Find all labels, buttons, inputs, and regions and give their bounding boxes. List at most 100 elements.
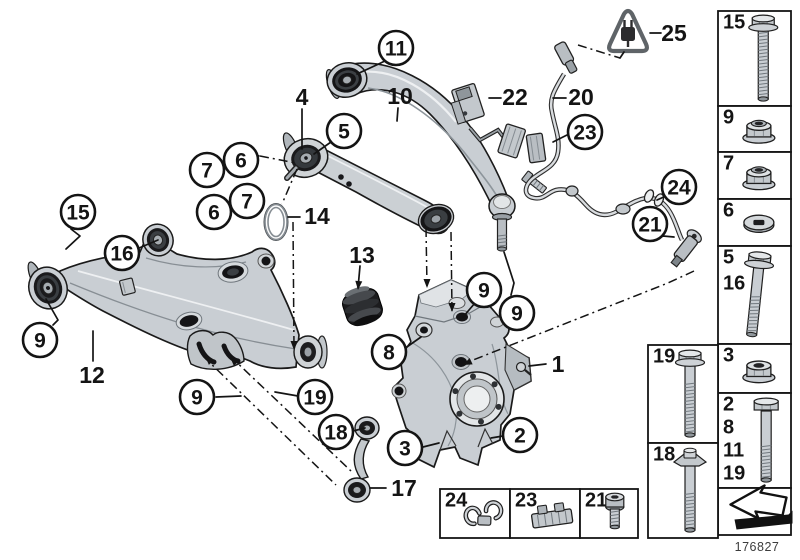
o-ring-drawing	[263, 203, 289, 241]
camber-arm-bushing	[326, 62, 368, 98]
callout-20[interactable]: 20	[568, 84, 594, 110]
svg-text:22: 22	[502, 84, 528, 110]
svg-text:9: 9	[511, 303, 523, 326]
lower-control-arm-drawing	[27, 223, 328, 370]
callout-23[interactable]: 23	[566, 113, 604, 151]
svg-text:7: 7	[201, 160, 213, 183]
leader-line	[422, 442, 440, 448]
callout-14[interactable]: 14	[304, 203, 330, 229]
legend-label: 2	[723, 394, 734, 416]
legend-label: 5	[723, 247, 734, 269]
legend-label: 7	[723, 153, 734, 175]
callout-25[interactable]: 25	[661, 20, 687, 46]
legend-box-6[interactable]: 6	[717, 198, 792, 247]
callout-12[interactable]: 12	[79, 362, 105, 388]
leader-line	[138, 239, 159, 249]
callout-7[interactable]: 7	[228, 182, 266, 220]
legend-label: 23	[515, 490, 537, 512]
callout-19[interactable]: 19	[296, 378, 334, 416]
assembly-axis-line	[202, 355, 337, 486]
svg-text:11: 11	[385, 38, 408, 61]
callout-4[interactable]: 4	[296, 84, 309, 110]
callout-22[interactable]: 22	[502, 84, 528, 110]
legend-box-24[interactable]: 24	[439, 488, 511, 539]
callout-18[interactable]: 18	[317, 413, 355, 451]
callout-1[interactable]: 1	[552, 351, 565, 377]
callout-3[interactable]: 3	[386, 429, 424, 467]
legend-box-5-16[interactable]: 516	[717, 245, 792, 345]
callout-2[interactable]: 2	[501, 416, 539, 454]
flange_nut_open-glyph	[742, 360, 776, 384]
svg-text:17: 17	[391, 475, 417, 501]
callout-6[interactable]: 6	[195, 193, 233, 231]
svg-text:9: 9	[191, 387, 203, 410]
guide-rod-rear-bushing	[417, 203, 455, 235]
callout-9[interactable]: 9	[21, 321, 59, 359]
leader-line	[552, 134, 568, 143]
legend-box-3[interactable]: 3	[717, 343, 792, 394]
legend-box-direction_arrow[interactable]	[717, 484, 793, 536]
arm-rear-bushing	[293, 335, 328, 369]
legend-label: 8	[723, 417, 734, 439]
legend-box-19[interactable]: 19	[647, 344, 719, 444]
legend-box-23[interactable]: 23	[509, 488, 581, 539]
guide-rod-drawing	[282, 132, 455, 235]
callout-5[interactable]: 5	[325, 112, 363, 150]
legend-box-21[interactable]: 21	[579, 488, 639, 539]
callout-13[interactable]: 13	[349, 242, 375, 268]
callout-9[interactable]: 9	[465, 271, 503, 309]
callout-11[interactable]: 11	[377, 29, 415, 67]
hex_bolt-glyph	[753, 397, 779, 483]
svg-text:10: 10	[387, 83, 413, 109]
leader-line	[462, 302, 476, 318]
assembly-axis-line	[425, 227, 428, 287]
svg-text:14: 14	[304, 203, 330, 229]
callout-9[interactable]: 9	[178, 378, 216, 416]
clip-glyph	[463, 500, 504, 527]
camber-arm-drawing	[325, 62, 509, 212]
lock_nut-glyph	[742, 119, 776, 144]
callout-17[interactable]: 17	[391, 475, 417, 501]
callout-21[interactable]: 21	[631, 205, 669, 243]
leader-line	[503, 251, 515, 296]
svg-text:6: 6	[235, 150, 247, 173]
callout-7[interactable]: 7	[188, 151, 226, 189]
svg-text:6: 6	[208, 202, 220, 225]
callout-10[interactable]: 10	[387, 83, 413, 109]
legend-label: 11	[723, 440, 744, 462]
legend-label: 19	[653, 346, 675, 368]
cable_holder-glyph	[530, 502, 574, 529]
callout-15[interactable]: 15	[59, 193, 97, 231]
ball-joint-stud-drawing	[488, 193, 516, 252]
wheel-carrier-drawing	[391, 279, 532, 469]
callout-9[interactable]: 9	[498, 294, 536, 332]
legend-box-15[interactable]: 15	[717, 10, 792, 107]
assembly-axis-line	[450, 231, 453, 312]
svg-text:19: 19	[303, 387, 326, 410]
power-plug-icon	[621, 20, 635, 47]
legend-box-7[interactable]: 7	[717, 151, 792, 200]
lock_nut-glyph	[742, 166, 776, 191]
callout-8[interactable]: 8	[370, 333, 408, 371]
washer-glyph	[743, 214, 775, 233]
wheel-speed-sensor-drawing	[670, 229, 702, 268]
leader-lines-layer	[45, 32, 695, 489]
legend-label: 21	[585, 490, 607, 512]
svg-text:9: 9	[478, 280, 490, 303]
callout-24[interactable]: 24	[660, 168, 698, 206]
svg-text:5: 5	[338, 121, 350, 144]
warning-triangle-icon	[607, 8, 649, 54]
svg-text:21: 21	[638, 214, 662, 237]
legend-box-9[interactable]: 9	[717, 105, 792, 153]
drawing-number: 176827	[735, 540, 780, 554]
sensor-connector	[554, 41, 578, 74]
callout-16[interactable]: 16	[103, 234, 141, 272]
sensor-bracket-drawing	[450, 82, 547, 164]
callout-6[interactable]: 6	[222, 141, 260, 179]
legend-box-18[interactable]: 18	[647, 442, 719, 539]
svg-text:8: 8	[383, 342, 395, 365]
